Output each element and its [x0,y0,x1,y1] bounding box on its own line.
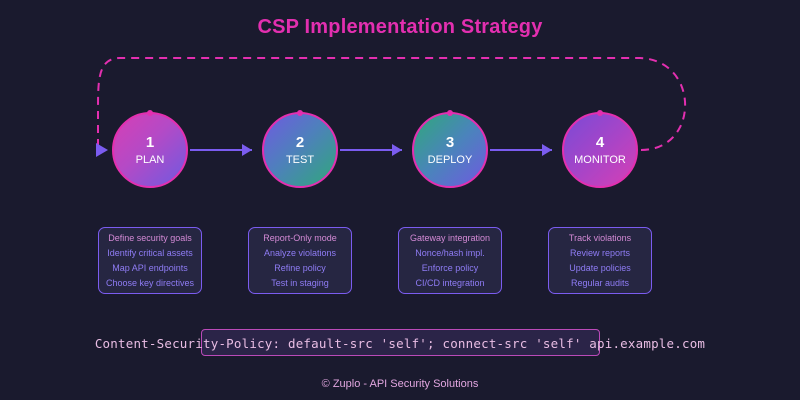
detail-line: Map API endpoints [112,262,188,273]
csp-header-highlight-box [201,329,600,356]
node-dot-icon [447,110,453,116]
detail-line: Review reports [569,247,631,258]
detail-line: Track violations [568,232,632,243]
detail-box-plan: Define security goals Identify critical … [98,227,202,294]
node-label: PLAN [135,153,165,166]
detail-line: Gateway integration [409,232,491,243]
arrowhead-2-3 [392,144,402,156]
flow-node-plan[interactable]: 1 PLAN [112,110,188,188]
feedback-loop-path [97,57,686,151]
detail-line: Report-Only mode [263,232,337,243]
node-dot-icon [297,110,303,116]
feedback-loop-arrowhead [96,143,108,157]
detail-line: Refine policy [274,262,326,273]
node-number: 3 [445,133,455,151]
detail-line: CI/CD integration [415,277,485,288]
detail-line: Regular audits [570,277,630,288]
node-label: MONITOR [574,153,626,166]
csp-header-code: Content-Security-Policy: default-src 'se… [94,336,706,351]
detail-line: Update policies [569,262,631,273]
arrowhead-3-4 [542,144,552,156]
node-number: 2 [295,133,305,151]
flow-node-monitor[interactable]: 4 MONITOR [562,110,638,188]
node-number: 1 [145,133,155,151]
flow-node-deploy[interactable]: 3 DEPLOY [412,110,488,188]
detail-box-monitor: Track violations Review reports Update p… [548,227,652,294]
detail-line: Test in staging [271,277,329,288]
detail-line: Define security goals [108,232,192,243]
node-dot-icon [597,110,603,116]
detail-box-test: Report-Only mode Analyze violations Refi… [248,227,352,294]
node-label: TEST [285,153,315,166]
node-dot-icon [147,110,153,116]
detail-line: Choose key directives [105,277,195,288]
flow-node-test[interactable]: 2 TEST [262,110,338,188]
detail-line: Nonce/hash impl. [415,247,485,258]
detail-line: Analyze violations [263,247,337,258]
arrowhead-1-2 [242,144,252,156]
node-number: 4 [595,133,605,151]
detail-line: Enforce policy [421,262,479,273]
detail-box-deploy: Gateway integration Nonce/hash impl. Enf… [398,227,502,294]
node-label: DEPLOY [427,153,473,166]
page-title: CSP Implementation Strategy [257,16,543,38]
footer-credit: © Zuplo - API Security Solutions [321,378,479,390]
detail-line: Identify critical assets [107,247,193,258]
